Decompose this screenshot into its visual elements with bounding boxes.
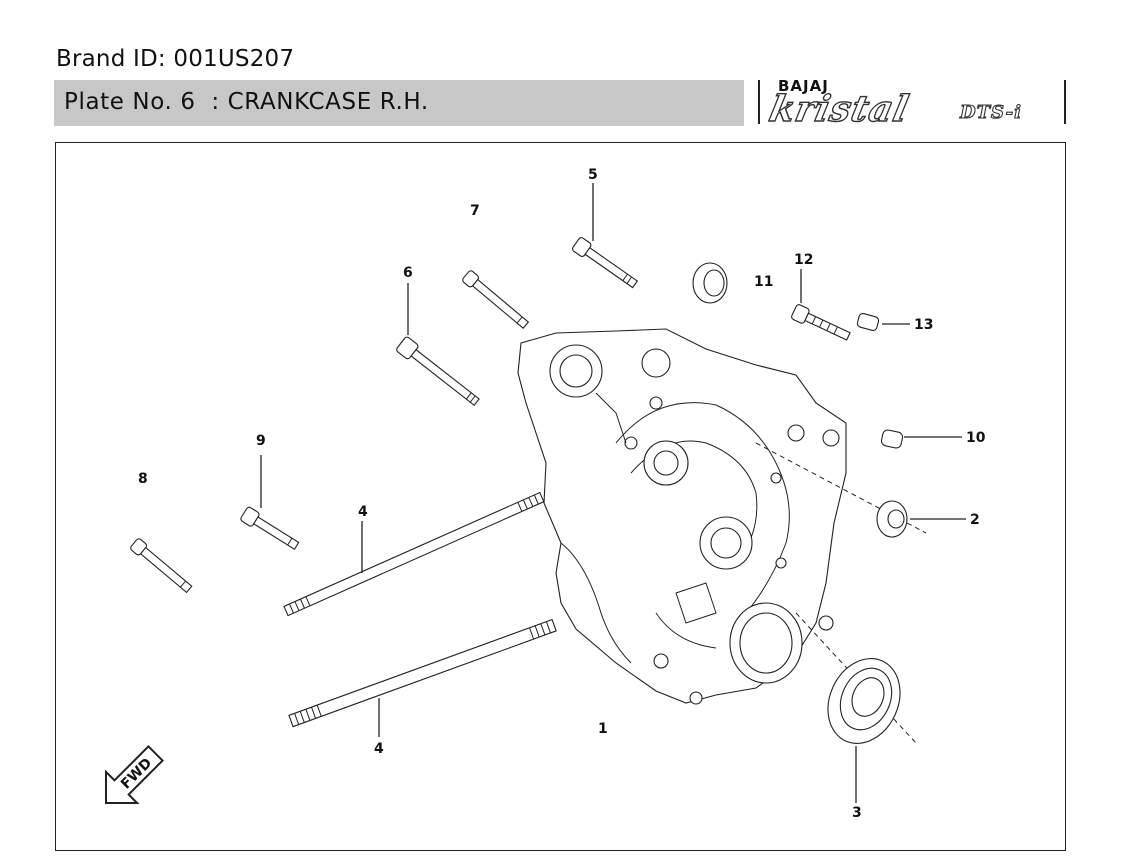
callout-6: 6 [403,265,413,281]
bolt-12 [791,304,851,341]
crankcase-housing [517,328,847,705]
dowel-13 [856,312,880,332]
brand-logo: BAJAJ kristal DTS-i [756,77,1066,131]
callout-9: 9 [256,433,266,449]
bush-2 [876,500,908,538]
forward-arrow-icon: FWD [105,745,164,804]
callout-10: 10 [966,430,986,446]
logo-variant-text: DTS-i [959,101,1022,123]
leader-lines [260,183,966,803]
bolt-5 [572,237,639,289]
callout-2: 2 [970,512,980,528]
logo-divider-right [1064,80,1066,124]
parts-diagram: 1 2 3 4 4 5 6 7 8 9 10 11 12 13 FWD [55,142,1066,851]
callout-7: 7 [470,203,480,219]
callout-13: 13 [914,317,933,333]
callout-4-lower: 4 [374,741,384,757]
brand-id: Brand ID: 001US207 [56,46,295,72]
exploded-view-drawing: 1 2 3 4 4 5 6 7 8 9 10 11 12 13 FWD [105,167,986,821]
callout-1: 1 [598,721,608,737]
logo-brand-text: BAJAJ [778,77,829,95]
plate-title: Plate No. 6 : CRANKCASE R.H. [64,89,429,115]
stud-lower [288,618,557,728]
bolt-7 [462,270,530,329]
logo-model-text: kristal [765,87,914,130]
bearing-11 [692,262,728,304]
callout-8: 8 [138,471,148,487]
callout-11: 11 [754,274,773,290]
logo-divider-left [758,80,760,124]
plate-title-bar: Plate No. 6 : CRANKCASE R.H. [54,80,744,126]
bolt-9 [240,506,300,551]
bolt-6 [396,336,480,407]
callout-12: 12 [794,252,813,268]
callout-5: 5 [588,167,598,183]
callout-4-upper: 4 [358,504,368,520]
dowel-10 [880,429,904,449]
bolt-8 [130,538,193,594]
callout-3: 3 [852,805,862,821]
alignment-lines [755,442,927,744]
stud-upper [283,491,545,617]
oil-seal-3 [827,658,901,744]
callout-labels: 1 2 3 4 4 5 6 7 8 9 10 11 12 13 [138,167,986,821]
